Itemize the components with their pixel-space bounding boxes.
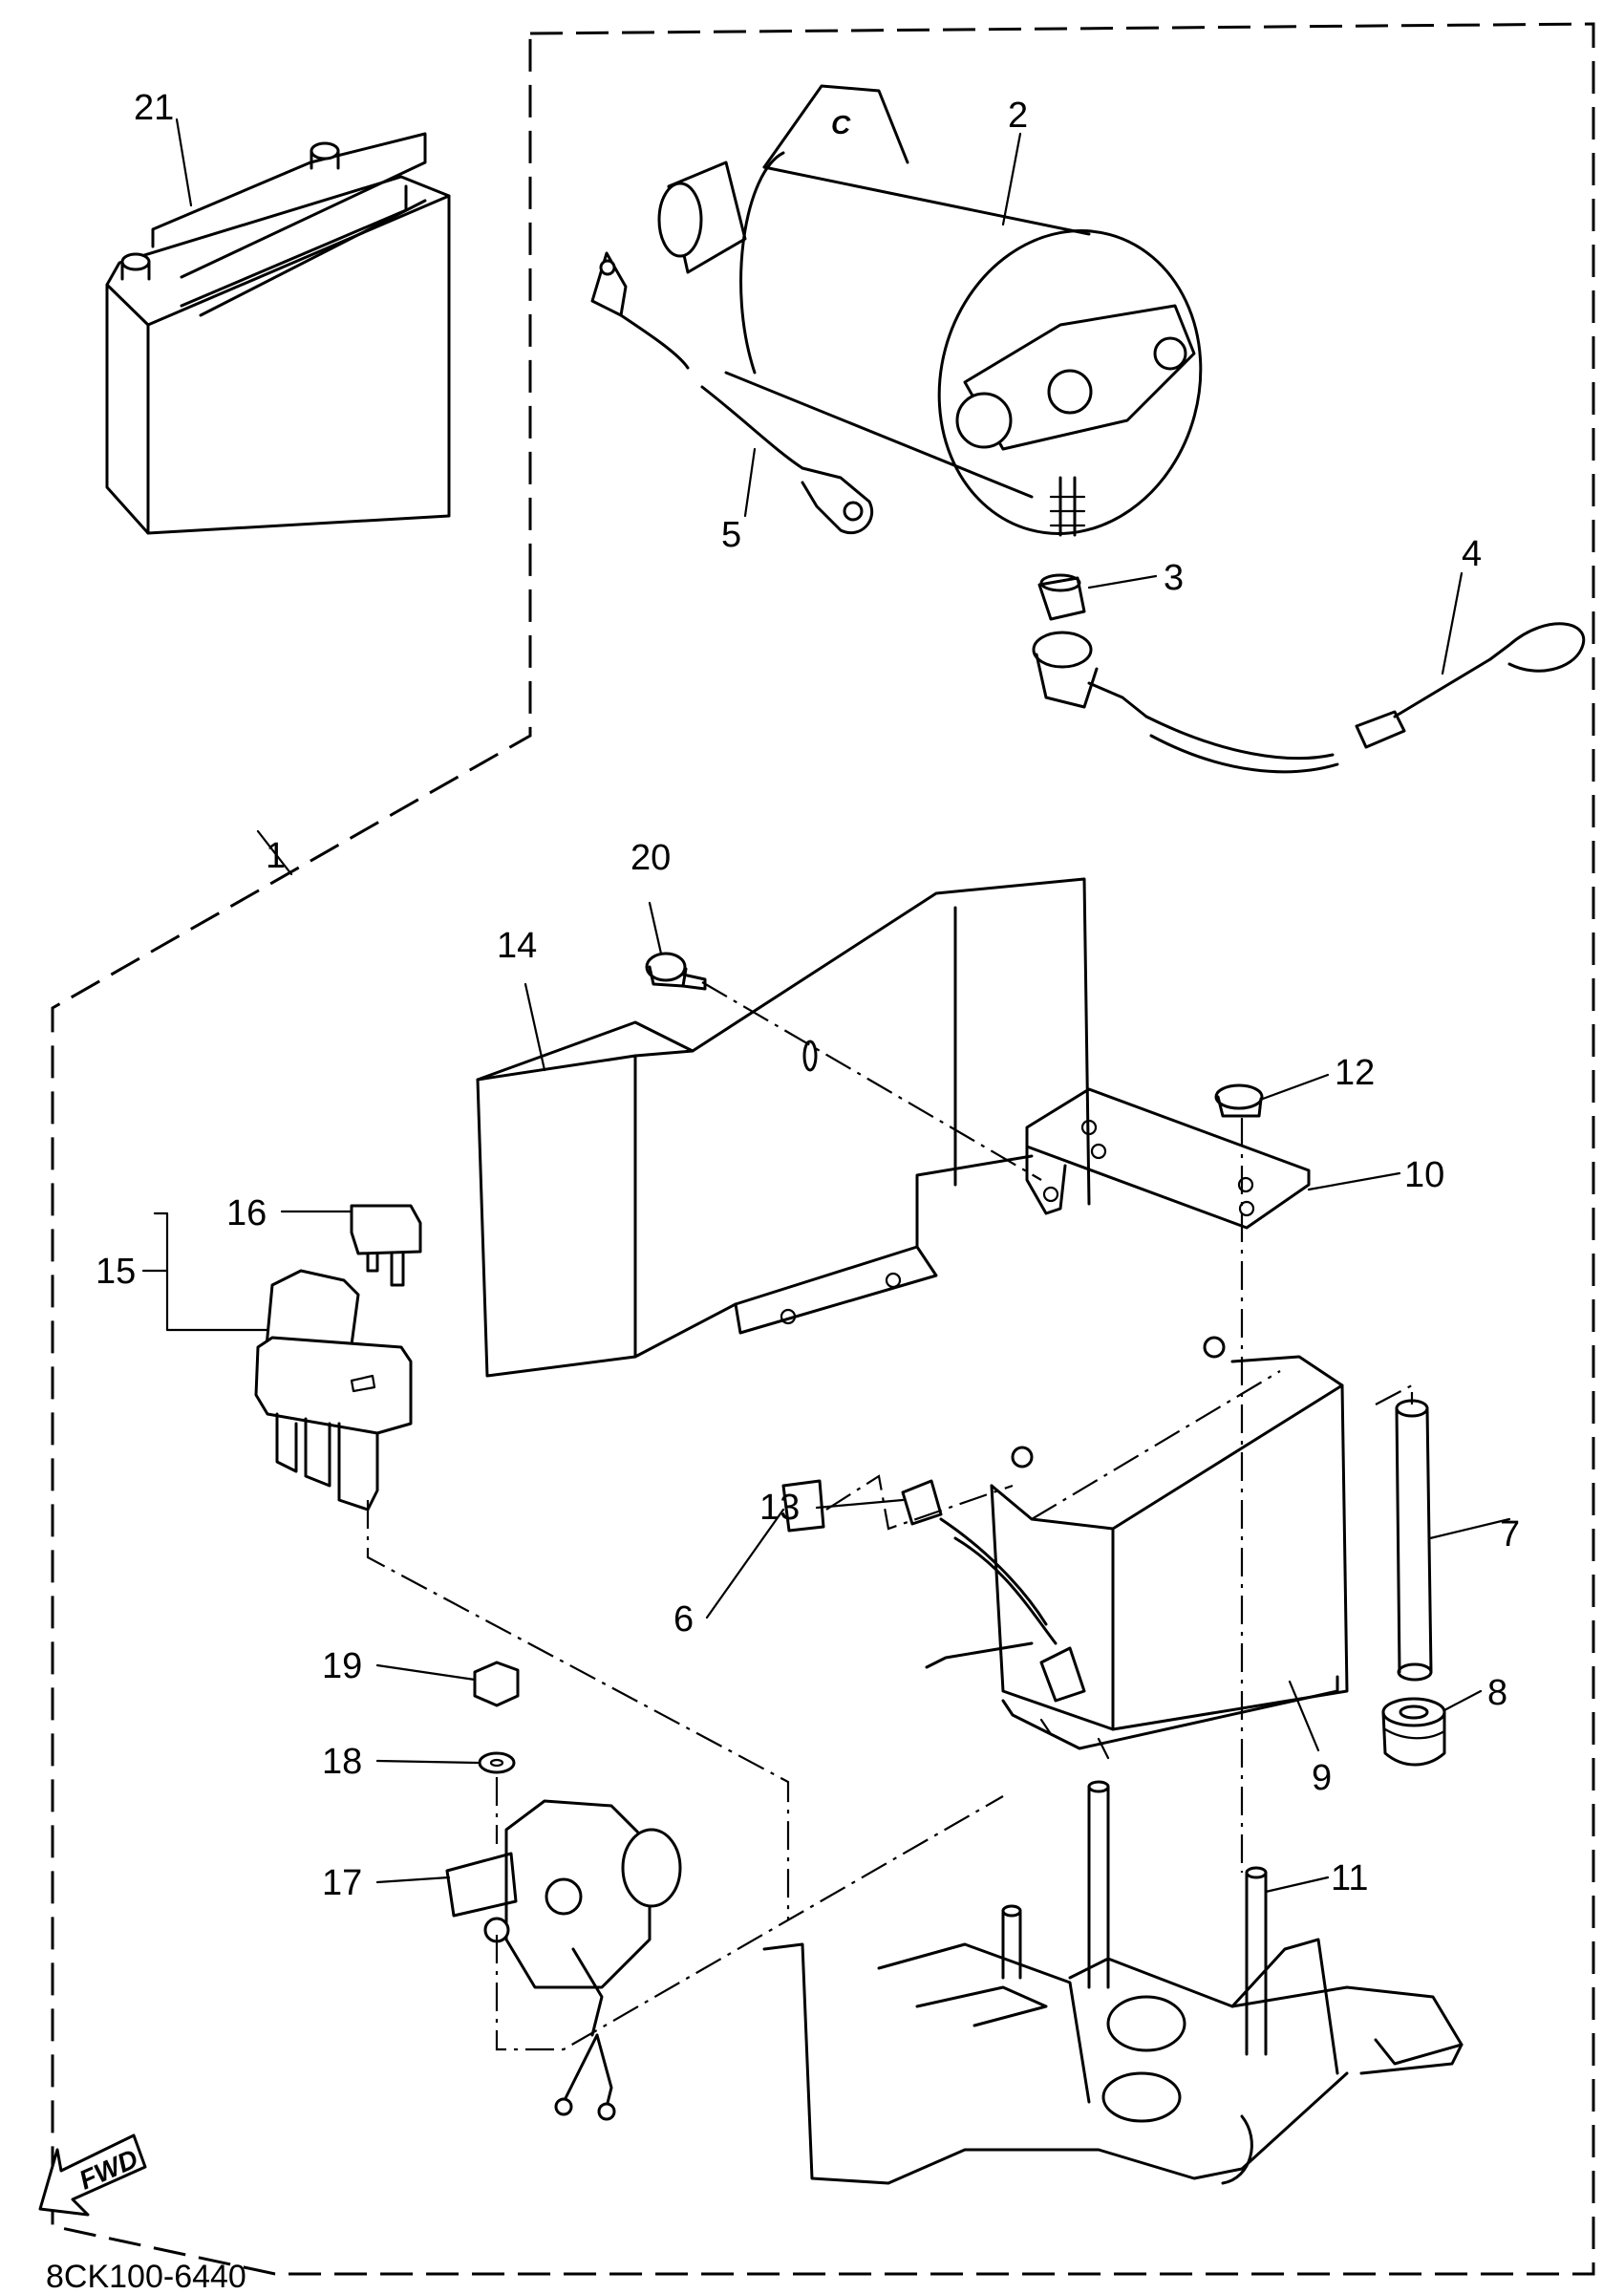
fuse-part — [350, 1204, 422, 1287]
mounting-base-part — [762, 1780, 1464, 2185]
solenoid-box-part — [990, 1336, 1349, 1760]
relay-lead-part — [901, 1479, 1086, 1703]
bracket-plate-part — [476, 877, 1091, 1378]
label-part-10: 10 — [1404, 1155, 1444, 1195]
cap-nut-part — [473, 1661, 520, 1707]
label-part-19: 19 — [322, 1646, 362, 1686]
label-part-17: 17 — [322, 1863, 362, 1903]
label-part-21: 21 — [134, 88, 174, 128]
assembly-lines — [366, 981, 1414, 2051]
grommet-part — [1381, 1697, 1446, 1767]
forward-arrow-icon: FWD — [38, 2133, 147, 2217]
ground-lead-part — [590, 251, 874, 535]
label-part-16: 16 — [226, 1193, 267, 1233]
label-part-12: 12 — [1335, 1053, 1375, 1093]
assembly-boundary — [51, 22, 1595, 2276]
relay-part — [254, 1269, 413, 1511]
part-number-labels: 1 2 3 4 5 6 7 8 9 10 11 12 13 14 15 16 1… — [96, 88, 1520, 1903]
label-part-13: 13 — [759, 1488, 800, 1528]
leader-lines — [141, 118, 1511, 1894]
label-part-2: 2 — [1008, 96, 1028, 136]
label-part-5: 5 — [721, 515, 741, 555]
diagram-code: 8CK100-6440 — [46, 2259, 246, 2294]
starter-cable-part — [1032, 622, 1585, 774]
bolt-part — [645, 952, 707, 991]
label-part-11: 11 — [1331, 1858, 1368, 1898]
label-part-18: 18 — [322, 1742, 362, 1782]
pad-part — [781, 1479, 825, 1533]
label-part-7: 7 — [1500, 1514, 1520, 1554]
battery-part — [105, 132, 451, 535]
label-part-1: 1 — [266, 836, 286, 876]
switch-part — [445, 1799, 682, 2121]
label-part-14: 14 — [497, 926, 537, 966]
starter-motor-part: C — [657, 84, 1203, 537]
starter-bracket-mark: C — [831, 110, 851, 139]
label-part-6: 6 — [673, 1599, 694, 1640]
flange-nut-part — [1214, 1083, 1264, 1118]
mount-bracket-part — [1025, 1087, 1311, 1230]
label-part-9: 9 — [1312, 1758, 1332, 1798]
label-part-20: 20 — [630, 838, 671, 878]
washer-part — [478, 1751, 516, 1774]
label-part-8: 8 — [1487, 1673, 1507, 1713]
nut-part — [1037, 573, 1086, 621]
collar-part — [1395, 1399, 1433, 1682]
label-part-15: 15 — [96, 1252, 136, 1292]
label-part-4: 4 — [1462, 534, 1482, 574]
label-part-3: 3 — [1164, 558, 1184, 598]
